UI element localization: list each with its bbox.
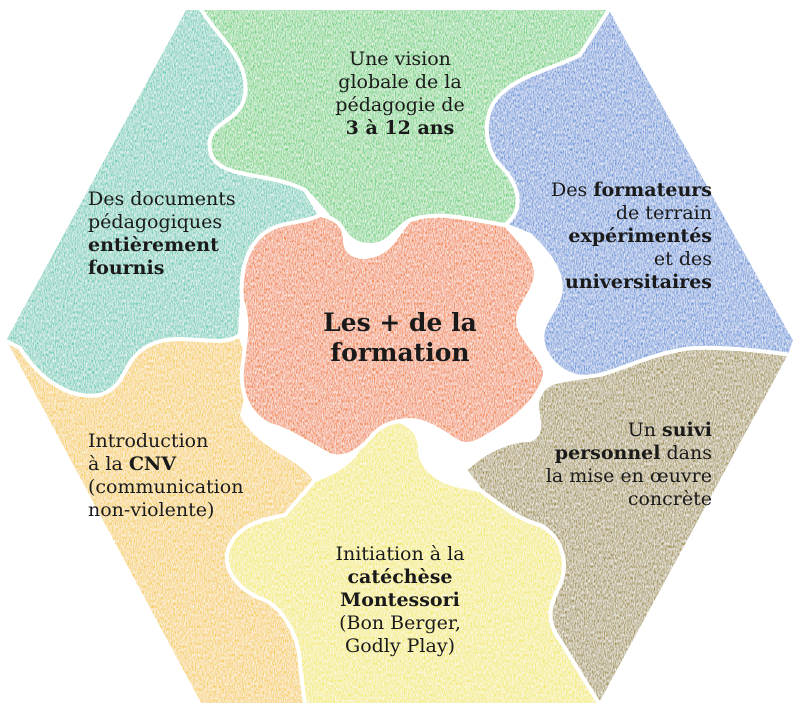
label-line: (Bon Berger,	[290, 612, 510, 635]
label-text-bold: formation	[330, 338, 470, 367]
label-text: (Bon Berger,	[339, 612, 461, 634]
label-text: Un	[627, 419, 662, 441]
label-line: fournis	[88, 257, 288, 280]
label-line: pédagogie de	[300, 94, 500, 117]
label-text-bold: formateurs	[593, 179, 712, 201]
label-text: Introduction	[88, 430, 209, 452]
label-text: non-violente)	[88, 499, 215, 521]
label-text-bold: expérimentés	[568, 225, 712, 247]
label-text-bold: suivi	[662, 419, 712, 441]
label-text: Initiation à la	[335, 543, 465, 565]
label-text: la mise en œuvre	[545, 465, 712, 487]
label-text: pédagogiques	[88, 211, 223, 233]
label-line: Les + de la	[290, 308, 510, 338]
label-line: Un suivi	[500, 419, 712, 442]
label-text-bold: fournis	[88, 257, 165, 279]
label-line: Initiation à la	[290, 543, 510, 566]
piece-center	[239, 213, 547, 459]
label-text: concrète	[627, 488, 712, 510]
label-line: Montessori	[290, 589, 510, 612]
label-text: globale de la	[338, 71, 462, 93]
label-line: à la CNV	[88, 453, 288, 476]
label-line: Des documents	[88, 188, 288, 211]
label-text-bold: entièrement	[88, 234, 219, 256]
label-text: Une vision	[349, 48, 451, 70]
label-text: de terrain	[615, 202, 712, 224]
label-line: universitaires	[500, 271, 712, 294]
label-text-bold: catéchèse	[347, 566, 453, 588]
label-line: Des formateurs	[500, 179, 712, 202]
label-text: Godly Play)	[345, 635, 455, 657]
label-line: non-violente)	[88, 499, 288, 522]
label-line: Une vision	[300, 48, 500, 71]
label-text-bold: Les + de la	[323, 308, 477, 337]
label-line: catéchèse	[290, 566, 510, 589]
label-text: Des	[551, 179, 594, 201]
label-text-bold: 3 à 12 ans	[345, 117, 455, 139]
label-line: formation	[290, 338, 510, 368]
label-text: à la	[88, 453, 129, 475]
piece-bottom-right	[463, 345, 792, 707]
label-line: (communication	[88, 476, 288, 499]
label-line: expérimentés	[500, 225, 712, 248]
label-line: et des	[500, 248, 712, 271]
label-text: dans	[660, 442, 713, 464]
label-text: (communication	[88, 476, 244, 498]
label-line: entièrement	[88, 234, 288, 257]
label-line: 3 à 12 ans	[300, 117, 500, 140]
label-line: Introduction	[88, 430, 288, 453]
label-line: personnel dans	[500, 442, 712, 465]
label-line: concrète	[500, 488, 712, 511]
label-line: Godly Play)	[290, 635, 510, 658]
label-text: Des documents	[88, 188, 236, 210]
label-text-bold: Montessori	[340, 589, 460, 611]
label-text: pédagogie de	[335, 94, 465, 116]
label-line: pédagogiques	[88, 211, 288, 234]
label-text-bold: CNV	[128, 453, 177, 475]
label-text-bold: personnel	[554, 442, 661, 464]
label-text: et des	[653, 248, 712, 270]
label-line: de terrain	[500, 202, 712, 225]
label-text-bold: universitaires	[565, 271, 712, 293]
label-line: globale de la	[300, 71, 500, 94]
label-line: la mise en œuvre	[500, 465, 712, 488]
